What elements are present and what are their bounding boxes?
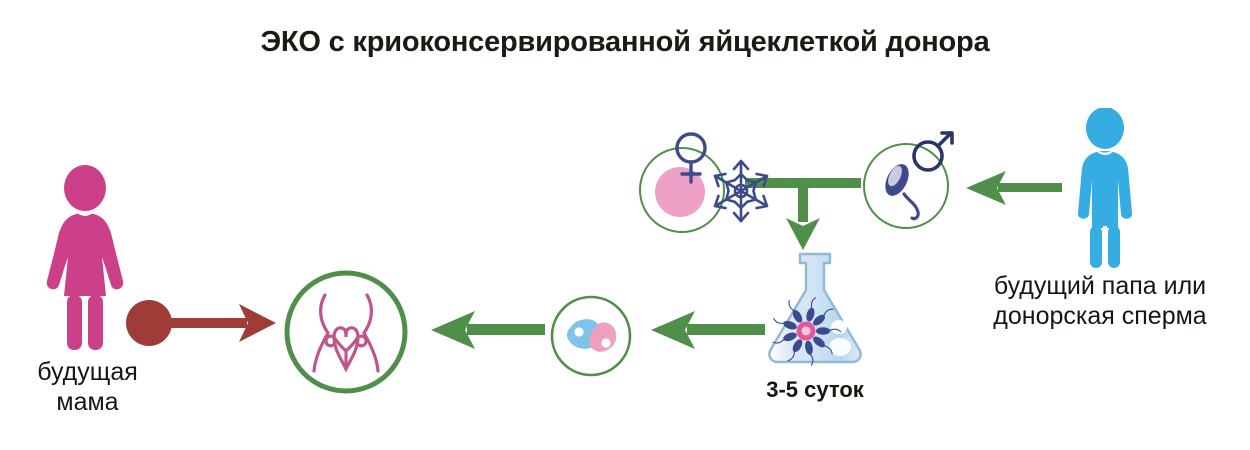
father-leg-left — [1090, 226, 1102, 268]
future-father-figure — [1068, 108, 1142, 268]
father-caption-line1: будущий папа или — [993, 272, 1207, 300]
cryo-snowflake — [706, 156, 776, 226]
father-neck-notch — [1095, 150, 1115, 155]
father-caption-line2: донорская сперма — [993, 301, 1207, 330]
arrow-shaft — [998, 183, 1062, 192]
male-symbol — [912, 131, 954, 172]
flask-egg-nucleus — [801, 326, 811, 336]
days-caption: 3-5 суток — [766, 377, 864, 402]
fertilization-flask — [760, 248, 870, 368]
mother-head — [64, 165, 106, 211]
donor-egg-circle — [632, 128, 738, 238]
arrow-father-to-sperm — [962, 168, 1062, 208]
arrow-shaft — [149, 318, 247, 328]
mother-caption-line2: мама — [56, 387, 119, 416]
sperm-circle-ring — [863, 143, 949, 229]
arrow-flask-to-embryo — [645, 310, 765, 350]
connector-vertical-shaft — [798, 186, 808, 222]
arrow-shaft — [687, 324, 765, 335]
arrow-head — [966, 171, 1006, 205]
mother-leg-left — [67, 295, 82, 350]
mother-leg-right — [88, 295, 103, 350]
mother-caption: будущая мама — [0, 358, 175, 417]
spermatozoon-icon — [885, 164, 920, 221]
arrow-head — [239, 304, 276, 342]
father-torso — [1077, 151, 1133, 228]
father-leg-right — [1108, 226, 1120, 268]
uterus-circle — [281, 267, 411, 397]
snowflake-icon — [713, 159, 769, 223]
future-mother-figure — [40, 165, 130, 350]
embryo-circle — [548, 293, 634, 379]
mother-caption-line1: будущая — [37, 358, 138, 386]
connector-horizontal-bar — [745, 178, 861, 188]
father-leg-gap — [1103, 226, 1107, 268]
mother-neck-notch — [74, 210, 96, 216]
connector-arrow-head — [786, 218, 820, 250]
arrow-head — [431, 311, 475, 349]
embryo-nucleus-pink — [601, 338, 611, 348]
flask-highlight-1 — [831, 320, 847, 334]
female-symbol — [675, 132, 707, 184]
two-cell-embryo-icon — [566, 319, 617, 352]
page-title: ЭКО с криоконсервированной яйцеклеткой д… — [260, 26, 990, 58]
flask-highlight-2 — [829, 338, 851, 356]
mother-dress — [46, 213, 124, 296]
arrow-shaft — [467, 324, 545, 335]
arrow-gametes-to-flask — [738, 178, 868, 250]
sperm-swarm — [772, 296, 842, 366]
uterus-icon — [312, 293, 380, 373]
arrow-embryo-to-uterus — [425, 310, 545, 350]
sperm-circle — [858, 130, 962, 234]
arrow-head — [651, 311, 695, 349]
fertilization-icon — [772, 296, 842, 366]
arrow-mother-to-uterus — [126, 296, 276, 351]
embryo-nucleus-blue — [574, 327, 584, 337]
father-head — [1086, 108, 1124, 149]
father-caption: будущий папа или донорская сперма — [955, 272, 1245, 331]
